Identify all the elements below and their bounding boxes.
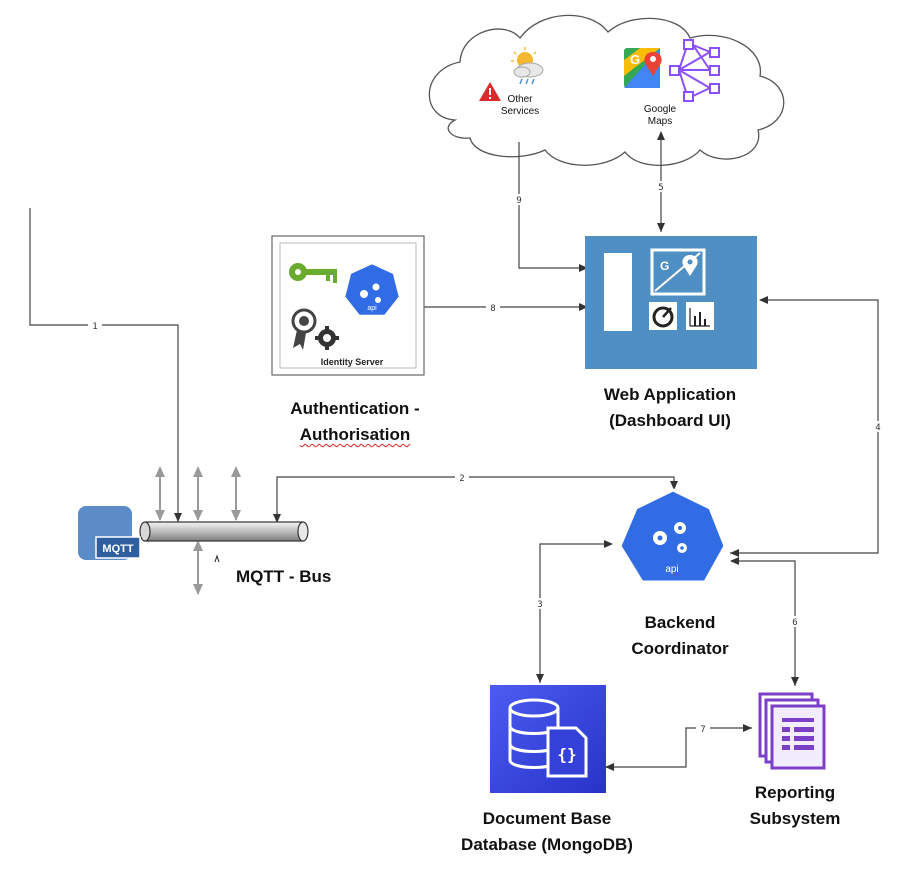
edge-label-6: 6 [792, 618, 797, 628]
mqtt-icon-text: MQTT [102, 543, 133, 555]
edge-label-7: 7 [700, 725, 705, 735]
database-node: {} [490, 685, 606, 793]
warning-icon [479, 82, 501, 101]
edge-label-1: 1 [92, 322, 97, 332]
web-application-node: G [585, 236, 757, 369]
bar-chart-icon [686, 302, 714, 330]
identity-server-label: Identity Server [321, 357, 384, 367]
backend-title-line1: Backend [644, 613, 716, 632]
web-app-title: Web Application (Dashboard UI) [570, 382, 770, 434]
edge-label-9: 9 [516, 196, 521, 206]
edge-label-3: 3 [537, 600, 542, 610]
weather-icon [511, 47, 544, 85]
svg-text:{}: {} [557, 745, 576, 764]
reporting-title-line1: Reporting [754, 783, 836, 802]
backend-title-line2: Coordinator [631, 639, 729, 658]
auth-title-line1: Authentication - [290, 399, 420, 418]
auth-api-label: api [367, 305, 377, 312]
mqtt-icon: MQTT [78, 506, 141, 560]
mqtt-bus-label: MQTT - Bus [236, 567, 332, 586]
edge-label-2: 2 [459, 474, 464, 484]
edge-label-4: 4 [875, 423, 880, 433]
google-maps-label: Google Maps [643, 104, 677, 127]
google-maps-icon: G [624, 48, 662, 88]
svg-text:G: G [630, 52, 640, 67]
backend-coordinator-node: api [618, 488, 727, 584]
reporting-title-line2: Subsystem [749, 809, 841, 828]
network-graph-icon [669, 39, 720, 102]
edge-3-line [536, 540, 613, 683]
backend-title: Backend Coordinator [600, 610, 760, 662]
api-icon: api [342, 261, 402, 318]
map-icon: G [650, 248, 706, 296]
reporting-title: Reporting Subsystem [730, 780, 860, 832]
svg-text:G: G [660, 259, 669, 273]
edge-9-line [518, 142, 588, 272]
database-title-line2: Database (MongoDB) [461, 835, 633, 854]
database-title-line1: Document Base [482, 809, 612, 828]
backend-api-label: api [665, 564, 678, 575]
edge-6-line [730, 557, 799, 686]
database-title: Document Base Database (MongoDB) [432, 806, 662, 858]
gauge-icon [649, 302, 677, 330]
certificate-icon [291, 308, 317, 350]
edge-labels: 1 2 3 4 5 6 7 8 9 [88, 181, 885, 735]
gear-icon [315, 326, 339, 350]
edge-1-line [29, 208, 182, 522]
key-icon [289, 263, 337, 283]
edge-label-8: 8 [490, 304, 495, 314]
other-services-label: Other Services [500, 94, 540, 117]
cloud-shape [428, 14, 785, 166]
edge-7-line [605, 724, 752, 771]
reporting-node [758, 692, 826, 770]
identity-server-node: api Identity Server [271, 235, 425, 376]
web-app-title-line2: (Dashboard UI) [609, 411, 731, 430]
edge-2-line [273, 476, 678, 523]
web-app-title-line1: Web Application [603, 385, 737, 404]
mqtt-pipe [144, 521, 304, 542]
mqtt-bus-node [139, 466, 309, 595]
auth-title: Authentication - Authorisation [250, 396, 460, 448]
edge-label-5: 5 [658, 183, 663, 193]
auth-title-line2: Authorisation [299, 425, 411, 444]
